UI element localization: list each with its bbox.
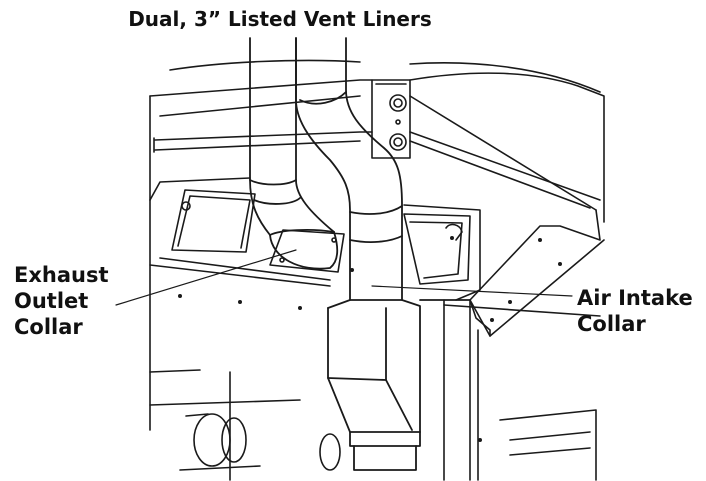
lower-cabinet	[149, 299, 597, 481]
exhaust-label-line-3: Collar	[14, 315, 83, 339]
rear-top-frame	[149, 59, 605, 223]
air-intake-collar-label: Air Intake Collar	[577, 285, 693, 337]
left-access-plate	[171, 189, 256, 253]
exhaust-outlet-collar-label: Exhaust Outlet Collar	[14, 262, 109, 340]
exhaust-label-line-1: Exhaust	[14, 263, 109, 287]
exhaust-leader-line	[115, 249, 297, 306]
intake-duct-box	[327, 299, 421, 471]
exhaust-label-line-2: Outlet	[14, 289, 89, 313]
right-access-plate	[403, 213, 471, 285]
air-intake-leader-line	[371, 285, 573, 297]
fastener-dots	[178, 236, 562, 442]
diagram-title: Dual, 3” Listed Vent Liners	[128, 7, 432, 31]
blower-motor	[179, 413, 341, 471]
intake-vent-liner	[295, 37, 403, 301]
air-intake-label-line-1: Air Intake	[577, 286, 693, 310]
air-intake-label-line-2: Collar	[577, 312, 646, 336]
mounting-bracket	[371, 79, 411, 159]
top-deck	[149, 177, 605, 431]
exhaust-vent-liner	[249, 37, 339, 270]
